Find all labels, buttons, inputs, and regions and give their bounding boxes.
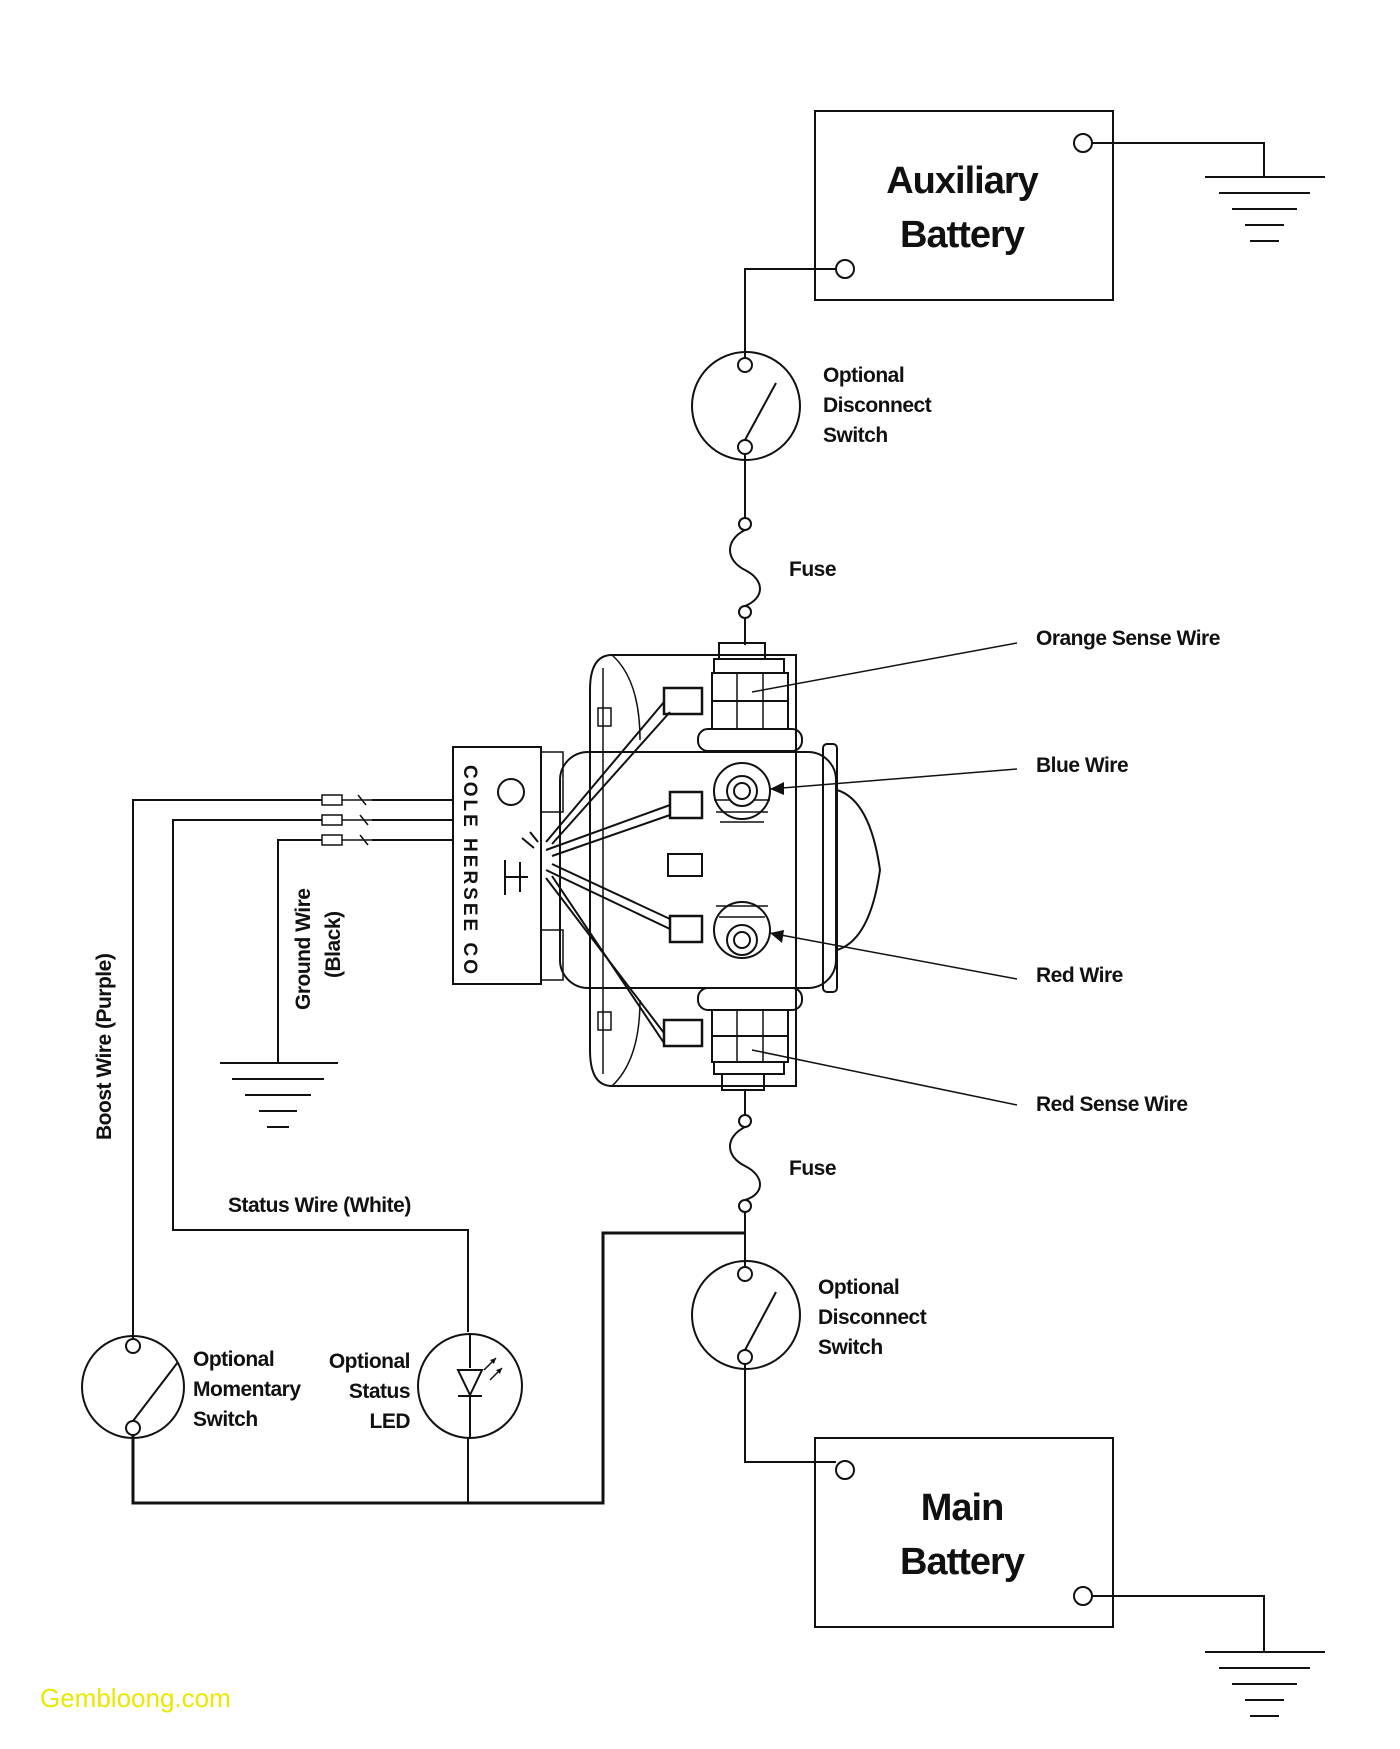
momentary-label-1: Optional xyxy=(193,1348,274,1371)
solenoid-module: COLE HERSEE CO xyxy=(452,642,882,1091)
disconnect-bottom-label-3: Switch xyxy=(818,1336,883,1359)
blue-wire-label: Blue Wire xyxy=(1036,754,1128,777)
status-led-label-3: LED xyxy=(370,1410,411,1433)
main-battery: Main Battery xyxy=(814,1437,1114,1628)
fuse-top xyxy=(729,517,761,619)
red-wire-label: Red Wire xyxy=(1036,964,1123,987)
orange-sense-wire-label: Orange Sense Wire xyxy=(1036,627,1220,650)
blue-wire-stud xyxy=(713,762,771,823)
status-led xyxy=(417,1333,523,1439)
momentary-switch xyxy=(81,1335,185,1439)
boost-wire-label: Boost Wire (Purple) xyxy=(93,954,116,1140)
disconnect-bottom-label-1: Optional xyxy=(818,1276,899,1299)
ground-wire-label-1: Ground Wire xyxy=(292,889,315,1010)
status-wire-label: Status Wire (White) xyxy=(228,1194,411,1217)
fuse-top-label: Fuse xyxy=(789,558,836,581)
red-sense-lug xyxy=(662,1018,704,1048)
disconnect-switch-bottom xyxy=(691,1260,801,1370)
blue-wire-lug xyxy=(668,790,704,820)
disconnect-top-label-2: Disconnect xyxy=(823,394,932,417)
disconnect-switch-top xyxy=(691,351,801,461)
main-ground-symbol xyxy=(1092,1595,1325,1717)
main-negative-terminal xyxy=(1073,1586,1093,1606)
red-wire-lug xyxy=(668,914,704,944)
red-sense-wire-label: Red Sense Wire xyxy=(1036,1093,1188,1116)
module-ground-symbol xyxy=(220,1062,338,1128)
momentary-label-3: Switch xyxy=(193,1408,258,1431)
harness-connectors xyxy=(321,794,453,846)
main-positive-terminal xyxy=(835,1460,855,1480)
main-battery-label-1: Main xyxy=(921,1487,1004,1529)
aux-ground-symbol xyxy=(1092,142,1325,242)
aux-negative-terminal xyxy=(1073,133,1093,153)
disconnect-top-label-1: Optional xyxy=(823,364,904,387)
fuse-bottom-label: Fuse xyxy=(789,1157,836,1180)
module-brand-label: COLE HERSEE CO xyxy=(459,765,480,977)
orange-sense-lug xyxy=(662,686,704,716)
aux-positive-terminal xyxy=(835,259,855,279)
fuse-bottom xyxy=(729,1114,761,1213)
auxiliary-battery-label-1: Auxiliary xyxy=(886,160,1038,202)
module-logo-icon xyxy=(504,831,539,895)
red-wire-stud xyxy=(713,901,771,959)
disconnect-bottom-label-2: Disconnect xyxy=(818,1306,927,1329)
status-led-label-1: Optional xyxy=(329,1350,410,1373)
watermark: Gembloong.com xyxy=(40,1683,231,1713)
auxiliary-battery: Auxiliary Battery xyxy=(814,110,1114,301)
auxiliary-battery-label-2: Battery xyxy=(900,214,1025,256)
momentary-label-2: Momentary xyxy=(193,1378,301,1401)
disconnect-top-label-3: Switch xyxy=(823,424,888,447)
status-led-label-2: Status xyxy=(349,1380,410,1403)
main-battery-label-2: Battery xyxy=(900,1541,1025,1583)
ground-wire-label-2: (Black) xyxy=(322,911,345,978)
